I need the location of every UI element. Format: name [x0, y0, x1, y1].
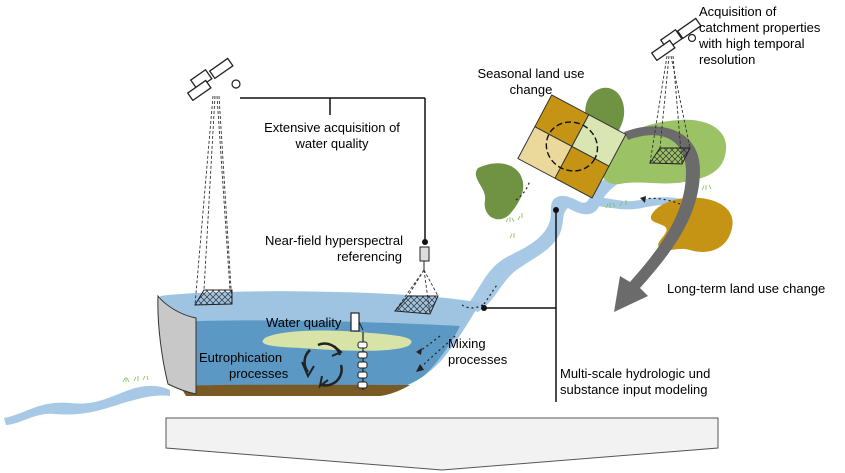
outflow-river	[4, 385, 170, 425]
grass-tufts	[122, 184, 712, 383]
field-dark-green-left	[475, 163, 524, 220]
hyperspectral-sensor-icon	[419, 246, 430, 270]
label-eutrophication: Eutrophication processes	[199, 350, 289, 381]
lake-sediment	[180, 384, 410, 396]
landuse-cycle-arrow	[614, 126, 700, 313]
seasonal-field-block	[517, 94, 627, 199]
label-extensive: Extensive acquisition of water quality	[264, 120, 400, 151]
label-mixing: Mixing processes	[448, 336, 508, 367]
algae-bloom-layer	[262, 330, 412, 351]
lake-cross-section-wall	[157, 294, 197, 395]
eutrophication-cycle-icon	[301, 342, 343, 389]
label-seasonal: Seasonal land use change	[477, 66, 585, 97]
satellite-footprint-right	[649, 55, 691, 165]
connector-lines-modeling	[484, 210, 557, 402]
label-longterm: Long-term land use change	[667, 281, 826, 296]
output-chevron-arrow	[165, 417, 719, 471]
footprint-patch-right	[649, 147, 691, 165]
satellite-footprint-left	[194, 95, 233, 306]
footprint-patch-left	[194, 289, 233, 306]
label-water-quality: Water quality	[266, 315, 342, 330]
label-catchment: Acquisition of catchment properties with…	[699, 4, 821, 67]
label-hydrologic: Multi-scale hydrologic und substance inp…	[560, 366, 711, 397]
nearfield-patch	[393, 295, 439, 315]
connector-lines-top	[240, 97, 426, 242]
satellite-icon	[186, 57, 241, 102]
sensor-chain-icon	[350, 312, 368, 390]
satellite-icon	[650, 17, 702, 62]
label-nearfield: Near-field hyperspectral referencing	[265, 233, 404, 264]
